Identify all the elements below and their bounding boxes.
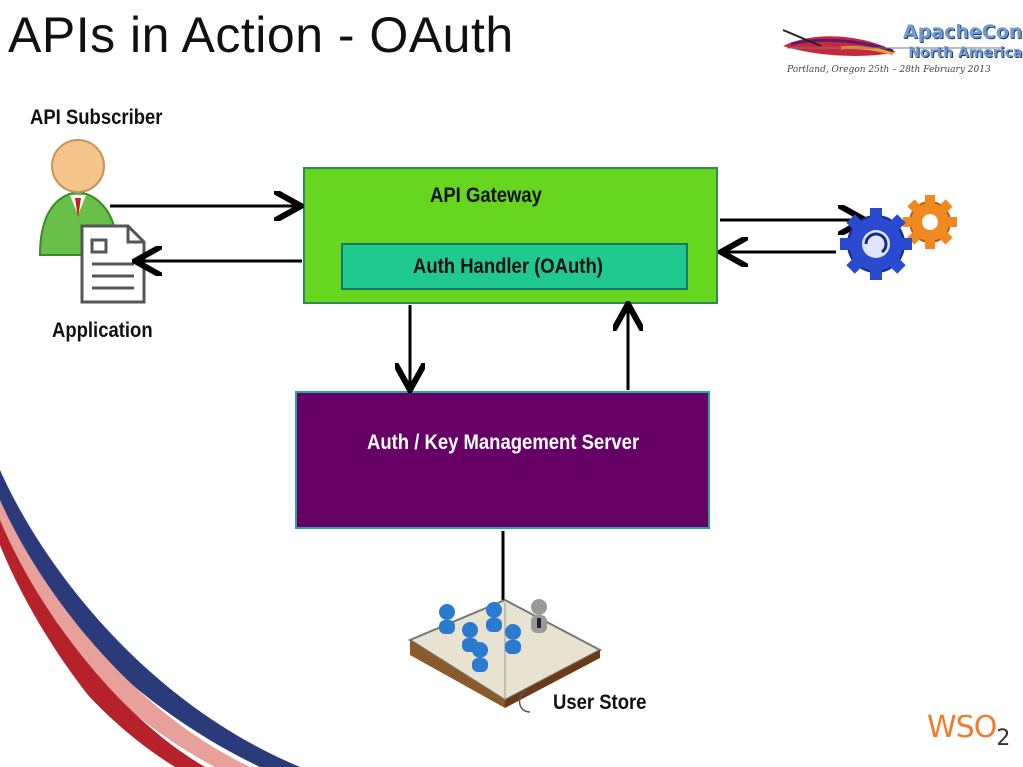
wso2-logo: WSO2 (927, 710, 1010, 751)
page-title: APIs in Action - OAuth (8, 7, 514, 63)
wso2-main: WSO (927, 710, 997, 745)
wso2-sub: 2 (996, 726, 1010, 751)
auth-handler-label: Auth Handler (OAuth) (413, 255, 603, 278)
apachecon-line2: North America (908, 45, 1023, 61)
auth-handler-box (341, 243, 688, 290)
user-store-book-icon (407, 598, 603, 713)
apache-feather-icon (782, 29, 1005, 56)
apachecon-line1: ApacheCon (903, 21, 1023, 43)
user-store-label: User Store (553, 691, 647, 714)
document-icon (80, 224, 146, 304)
kms-label: Auth / Key Management Server (367, 431, 640, 454)
gears-icon (840, 195, 957, 280)
api-gateway-label: API Gateway (430, 184, 542, 207)
apachecon-subtitle: Portland, Oregon 25th – 28th February 20… (787, 65, 991, 75)
application-label: Application (52, 319, 153, 342)
apachecon-wordmark: ApacheCon North America (903, 22, 1022, 64)
kms-box (295, 391, 710, 529)
apachecon-logo (781, 18, 1011, 80)
api-subscriber-label: API Subscriber (30, 106, 163, 129)
